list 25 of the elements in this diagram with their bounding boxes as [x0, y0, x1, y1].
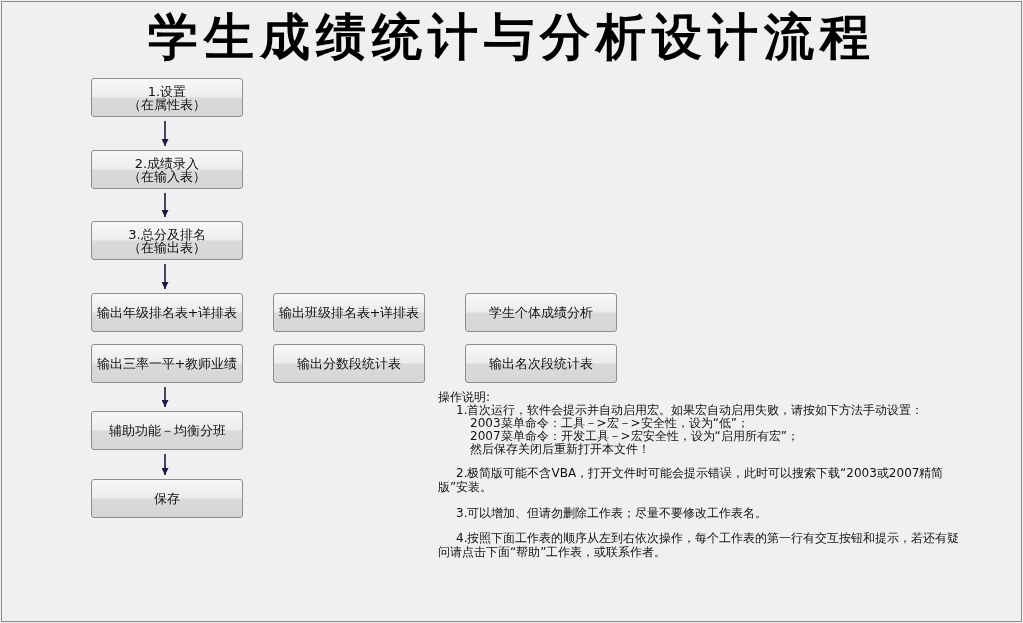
note-text: 4.按照下面工作表的顺序从左到右依次操作，每个工作表的第一行有交互按钮和提示，若还有疑问请点击下面“帮助”工作表，或联系作者。	[438, 531, 961, 559]
note-text: 2003菜单命令：工具－>宏－>安全性，设为“低”；	[470, 417, 750, 430]
process-button: 2.成绩录入 （在输入表）	[91, 150, 243, 189]
process-button: 输出年级排名表+详排表	[91, 293, 243, 332]
arrow	[161, 453, 169, 476]
process-button: 输出名次段统计表	[465, 344, 617, 383]
notes-heading: 操作说明:	[438, 391, 491, 404]
arrow	[161, 120, 169, 147]
arrow	[161, 386, 169, 408]
process-button: 输出分数段统计表	[273, 344, 425, 383]
arrow	[161, 263, 169, 290]
note-text: 1.首次运行，软件会提示并自动启用宏。如果宏自动启用失败，请按如下方法手动设置：	[456, 404, 924, 417]
process-button: 1.设置 （在属性表）	[91, 78, 243, 117]
process-button: 3.总分及排名 （在输出表）	[91, 221, 243, 260]
note-text: 2007菜单命令：开发工具－>宏安全性，设为“启用所有宏”；	[470, 430, 800, 443]
process-button: 学生个体成绩分析	[465, 293, 617, 332]
process-button: 输出三率一平+教师业绩	[91, 344, 243, 383]
process-button: 保存	[91, 479, 243, 518]
note-text: 3.可以增加、但请勿删除工作表；尽量不要修改工作表名。	[455, 506, 769, 520]
process-button: 辅助功能－均衡分班	[91, 411, 243, 450]
title: 学生成绩统计与分析设计流程	[146, 6, 877, 68]
note-text: 然后保存关闭后重新打开本文件！	[470, 443, 650, 456]
note-text: 2.极简版可能不含VBA，打开文件时可能会提示错误，此时可以搜索下载“2003或2007精简版”安装。	[438, 466, 945, 494]
process-button: 输出班级排名表+详排表	[273, 293, 425, 332]
arrow	[161, 192, 169, 218]
